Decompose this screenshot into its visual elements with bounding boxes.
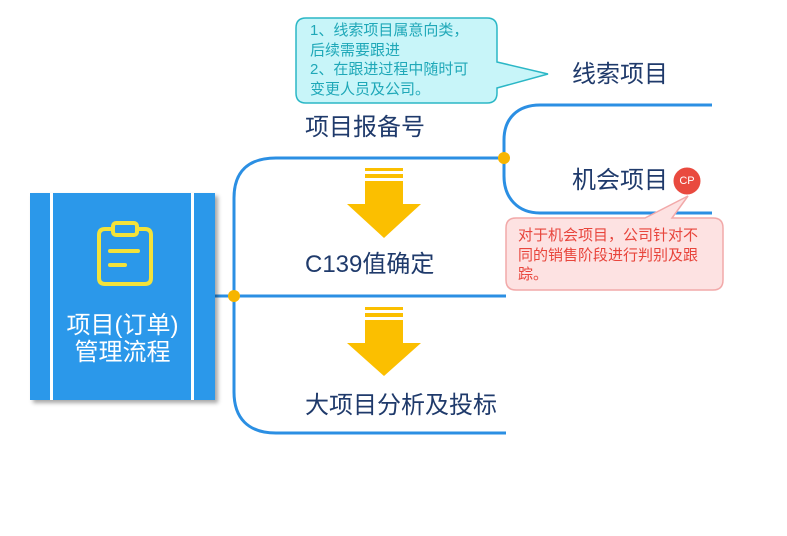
topic-label-bid-analysis: 大项目分析及投标 — [305, 392, 497, 419]
opportunity-note-text: 对于机会项目，公司针对不 同的销售阶段进行判别及跟 踪。 — [518, 226, 698, 285]
topic-label-report-number: 项目报备号 — [305, 114, 425, 141]
note-line: 同的销售阶段进行判别及跟 — [518, 246, 699, 264]
note-line: 变更人员及公司。 — [310, 80, 431, 98]
central-topic: 项目(订单) 管理流程 — [30, 193, 215, 400]
note-line: 2、在跟进过程中随时可 — [310, 61, 469, 78]
note-line: 后续需要跟进 — [310, 41, 401, 59]
down-arrow-icon — [347, 168, 421, 238]
clipboard-icon — [97, 221, 153, 286]
topic-label-c139: C139值确定 — [305, 251, 435, 278]
note-line: 1、线索项目属意向类， — [310, 22, 469, 39]
connector-topic-report-number — [232, 156, 504, 296]
note-line: 对于机会项目，公司针对不 — [518, 227, 699, 244]
subtopic-label-lead: 线索项目 — [572, 61, 668, 88]
central-topic-border-line — [50, 193, 53, 400]
cp-badge-label: CP — [679, 175, 694, 187]
junction-dot — [498, 152, 510, 164]
subtopic-label-opportunity: 机会项目 — [572, 167, 668, 194]
central-topic-title-line: 项目(订单) — [66, 312, 179, 339]
connector-subtopic-lead — [502, 103, 712, 158]
connector-subtopic-opportunity — [502, 158, 712, 215]
lead-note-text: 1、线索项目属意向类， 后续需要跟进 2、在跟进过程中随时可 变更人员及公司。 — [310, 21, 468, 99]
note-line: 踪。 — [518, 266, 549, 283]
central-topic-title: 项目(订单) 管理流程 — [30, 312, 215, 366]
down-arrow-icon — [347, 307, 421, 376]
badge-circle — [672, 166, 702, 196]
central-topic-border-line — [191, 193, 194, 400]
connector-topic-bid-analysis — [232, 296, 506, 435]
lead-note-callout — [295, 17, 549, 104]
cp-badge: CP — [672, 166, 702, 196]
opportunity-note-callout — [505, 195, 724, 291]
junction-dot — [228, 290, 240, 302]
central-topic-title-line: 管理流程 — [74, 339, 171, 366]
